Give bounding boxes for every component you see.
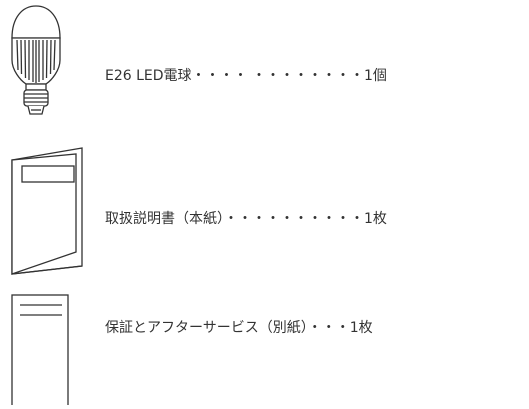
warranty-sheet-icon	[0, 285, 80, 409]
package-item-warranty: 保証とアフターサービス（別紙）・・・1枚	[0, 285, 529, 408]
manual-label: 取扱説明書（本紙）・・・・・・・・・・1枚	[105, 211, 387, 227]
led-bulb-icon	[0, 0, 72, 126]
manual-booklet-icon	[0, 140, 92, 284]
led-bulb-label: E26 LED電球・・・・ ・・・・・・・・1個	[105, 68, 387, 84]
package-item-led-bulb: E26 LED電球・・・・ ・・・・・・・・1個	[0, 0, 529, 125]
warranty-label: 保証とアフターサービス（別紙）・・・1枚	[105, 320, 373, 336]
package-item-manual: 取扱説明書（本紙）・・・・・・・・・・1枚	[0, 140, 529, 280]
